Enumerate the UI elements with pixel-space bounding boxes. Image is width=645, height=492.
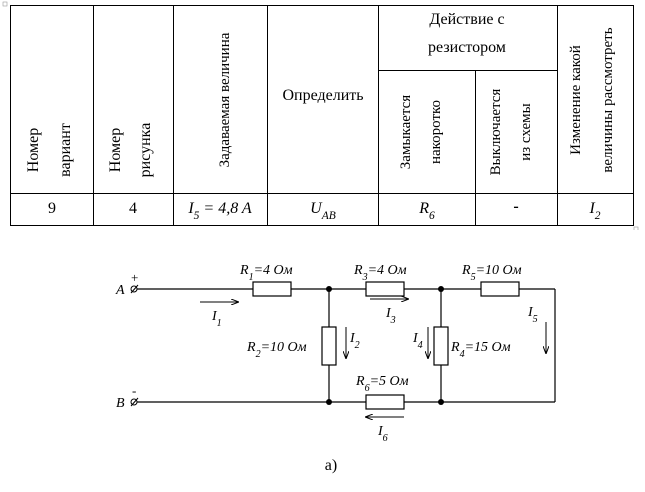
label-i1: I1 — [211, 309, 222, 329]
header-variant-line2: вариант — [57, 123, 74, 177]
terminal-a-polarity: + — [131, 270, 138, 285]
terminal-b: B - — [116, 383, 139, 411]
label-i3: I3 — [385, 306, 396, 326]
node-top-2 — [438, 286, 444, 292]
header-given: Задаваемая величина — [217, 32, 233, 167]
resistor-r2 — [321, 326, 337, 366]
header-off-line1: Выключается — [488, 89, 504, 176]
label-i5: I5 — [527, 305, 538, 325]
resistor-r4 — [433, 326, 449, 366]
node-top-1 — [326, 286, 332, 292]
node-bottom-1 — [326, 399, 332, 405]
header-variant-line1: Номер — [25, 128, 42, 172]
cell-given: I5 = 4,8 A — [187, 200, 252, 222]
label-i6: I6 — [377, 424, 388, 444]
table-grid — [10, 5, 634, 226]
cell-determine: UAB — [310, 200, 336, 222]
label-i4: I4 — [412, 331, 423, 351]
resistor-r6 — [365, 394, 405, 410]
resistor-r1 — [252, 281, 292, 297]
label-r4: R4=15 Ом — [450, 340, 511, 360]
label-r3: R3=4 Ом — [353, 263, 407, 283]
terminal-a: A + — [115, 270, 139, 298]
terminal-b-polarity: - — [132, 383, 136, 398]
variant-table-svg: Номер вариант Номер рисунка Задаваемая в… — [2, 1, 639, 232]
cell-off: - — [513, 198, 518, 215]
header-variant: Номер вариант — [25, 123, 74, 177]
circuit-diagram: A + B - R1=4 Ом R3=4 Ом R5=10 Ом R2=10 О… — [0, 230, 645, 487]
terminal-a-label: A — [115, 283, 125, 298]
label-r1: R1=4 Ом — [239, 263, 293, 283]
label-r5: R5=10 Ом — [461, 263, 522, 283]
figure-caption: а) — [325, 457, 337, 474]
header-figure-line2: рисунка — [137, 123, 154, 178]
header-off-line2: из схемы — [518, 103, 534, 161]
header-short-line1: Замыкается — [398, 95, 414, 170]
header-action-line1: Действие с — [429, 11, 504, 28]
circuit-wires — [137, 288, 556, 403]
label-i2: I2 — [349, 331, 360, 351]
cell-change: I2 — [588, 200, 600, 222]
terminal-b-label: B — [116, 396, 125, 411]
variant-table: Номер вариант Номер рисунка Задаваемая в… — [0, 0, 645, 232]
circuit-nodes — [326, 286, 444, 405]
cell-figure: 4 — [129, 200, 137, 217]
header-determine: Определить — [282, 87, 363, 104]
node-bottom-2 — [438, 399, 444, 405]
header-action-line2: резистором — [428, 39, 506, 56]
resistor-r3 — [365, 281, 405, 297]
header-figure: Номер рисунка — [107, 123, 154, 178]
header-change-line2: величины рассмотреть — [600, 27, 616, 172]
resistor-r5 — [480, 281, 520, 297]
cell-variant: 9 — [48, 200, 56, 217]
label-r2: R2=10 Ом — [246, 340, 307, 360]
header-figure-line1: Номер — [107, 128, 124, 172]
table-handle-tl[interactable] — [2, 1, 8, 7]
header-change-line1: Изменение какой — [568, 45, 584, 155]
header-short-line2: накоротко — [428, 100, 444, 164]
label-r6: R6=5 Ом — [355, 374, 409, 394]
cell-short: R6 — [418, 200, 435, 222]
circuit-svg: A + B - R1=4 Ом R3=4 Ом R5=10 Ом R2=10 О… — [115, 263, 556, 474]
